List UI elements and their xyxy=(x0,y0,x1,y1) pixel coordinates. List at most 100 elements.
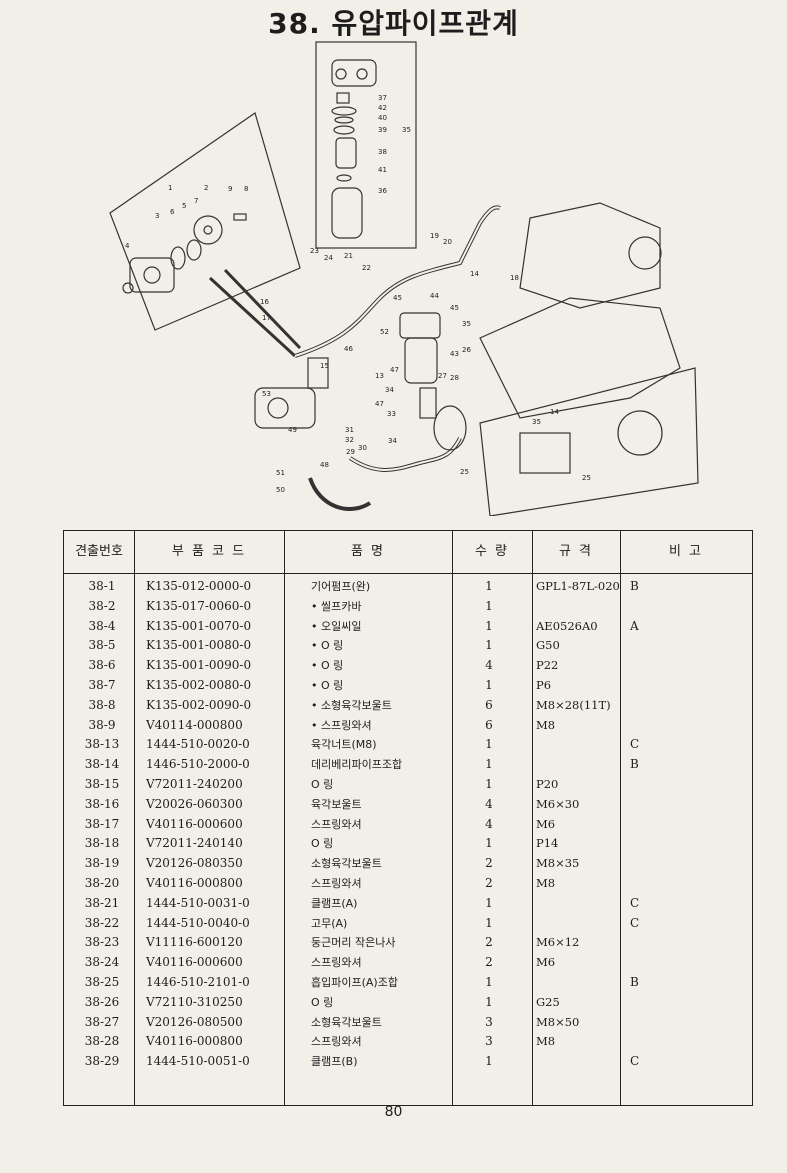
cell-spec: G25 xyxy=(536,994,560,1009)
cell-part-name: 클램프(B) xyxy=(311,1055,358,1069)
svg-text:20: 20 xyxy=(443,238,452,246)
svg-text:13: 13 xyxy=(375,372,384,380)
cell-part-name: • O 링 xyxy=(311,659,344,673)
cell-reference-no: 38-6 xyxy=(88,658,116,673)
cell-remarks: C xyxy=(630,1054,640,1069)
svg-text:30: 30 xyxy=(358,444,367,452)
cell-quantity: 3 xyxy=(485,1014,493,1029)
cell-quantity: 1 xyxy=(485,974,493,989)
cell-reference-no: 38-5 xyxy=(88,638,116,653)
svg-text:49: 49 xyxy=(288,426,297,434)
svg-text:23: 23 xyxy=(310,247,319,255)
svg-text:14: 14 xyxy=(550,408,559,416)
cell-part-code: V40116-000600 xyxy=(146,955,243,970)
cell-remarks: C xyxy=(630,737,640,752)
cell-part-name: 소형육각보울트 xyxy=(311,857,382,871)
svg-text:35: 35 xyxy=(402,126,411,134)
svg-text:51: 51 xyxy=(276,469,285,477)
cell-part-name: 소형육각보울트 xyxy=(311,1015,382,1029)
cell-reference-no: 38-17 xyxy=(84,816,120,831)
cell-quantity: 1 xyxy=(485,677,493,692)
svg-text:25: 25 xyxy=(582,474,591,482)
svg-text:45: 45 xyxy=(393,294,402,302)
cell-spec: P20 xyxy=(536,776,559,791)
cell-part-name: O 링 xyxy=(311,995,334,1009)
cell-reference-no: 38-2 xyxy=(88,598,116,613)
cell-part-name: O 링 xyxy=(311,837,334,851)
cell-quantity: 6 xyxy=(485,697,493,712)
svg-text:35: 35 xyxy=(462,320,471,328)
cell-spec: P6 xyxy=(536,677,552,692)
table-header: 견출번호 부 품 코 드 품 명 수 량 규 격 비 고 xyxy=(64,531,752,574)
svg-text:34: 34 xyxy=(388,437,397,445)
cell-quantity: 4 xyxy=(485,816,493,831)
cell-reference-no: 38-28 xyxy=(84,1034,120,1049)
cell-part-code: K135-001-0070-0 xyxy=(146,618,252,633)
cell-reference-no: 38-14 xyxy=(84,757,120,772)
cell-remarks: A xyxy=(630,618,639,633)
cell-part-code: V20126-080350 xyxy=(146,856,243,871)
svg-text:33: 33 xyxy=(387,410,396,418)
header-part-name: 품 명 xyxy=(350,544,386,559)
cell-spec: M8 xyxy=(536,875,556,890)
svg-text:9: 9 xyxy=(228,185,232,193)
cell-remarks: B xyxy=(630,974,639,989)
cell-part-name: • 씰프카바 xyxy=(311,599,362,613)
cell-quantity: 1 xyxy=(485,994,493,1009)
cell-spec: AE0526A0 xyxy=(536,618,598,633)
cell-quantity: 1 xyxy=(485,638,493,653)
svg-text:4: 4 xyxy=(125,242,130,250)
column-divider xyxy=(134,531,135,1105)
cell-part-code: K135-017-0060-0 xyxy=(146,598,252,613)
cell-part-code: V72110-310250 xyxy=(146,994,243,1009)
page-number: 80 xyxy=(384,1104,403,1120)
cell-quantity: 6 xyxy=(485,717,493,732)
cell-part-code: V72011-240140 xyxy=(146,836,243,851)
cell-spec: M8 xyxy=(536,1034,556,1049)
svg-text:6: 6 xyxy=(170,208,175,216)
cell-spec: P22 xyxy=(536,658,559,673)
cell-reference-no: 38-21 xyxy=(84,895,120,910)
column-divider xyxy=(532,531,533,1105)
cell-part-code: 1446-510-2000-0 xyxy=(146,757,250,772)
svg-text:34: 34 xyxy=(385,386,394,394)
svg-text:44: 44 xyxy=(430,292,439,300)
svg-text:16: 16 xyxy=(260,298,269,306)
cell-part-code: V40116-000800 xyxy=(146,875,243,890)
header-part-code: 부 품 코 드 xyxy=(171,544,247,559)
cell-quantity: 1 xyxy=(485,836,493,851)
cell-reference-no: 38-1 xyxy=(88,579,116,593)
cell-reference-no: 38-25 xyxy=(84,974,120,989)
header-reference-no: 견출번호 xyxy=(75,544,123,559)
cell-reference-no: 38-29 xyxy=(84,1054,120,1069)
cell-remarks: B xyxy=(630,579,639,593)
svg-text:45: 45 xyxy=(450,304,459,312)
svg-text:22: 22 xyxy=(362,264,371,272)
cell-quantity: 1 xyxy=(485,1054,493,1069)
cell-part-name: • 소형육각보울트 xyxy=(311,698,392,712)
cell-remarks: C xyxy=(630,895,640,910)
cell-quantity: 4 xyxy=(485,796,493,811)
cell-reference-no: 38-9 xyxy=(88,717,116,732)
cell-reference-no: 38-26 xyxy=(84,994,120,1009)
cell-remarks: C xyxy=(630,915,640,930)
cell-part-code: K135-012-0000-0 xyxy=(146,579,252,593)
cell-quantity: 4 xyxy=(485,658,493,673)
column-divider xyxy=(284,531,285,1105)
cell-part-code: 1444-510-0020-0 xyxy=(146,737,250,752)
cell-reference-no: 38-13 xyxy=(84,737,120,752)
